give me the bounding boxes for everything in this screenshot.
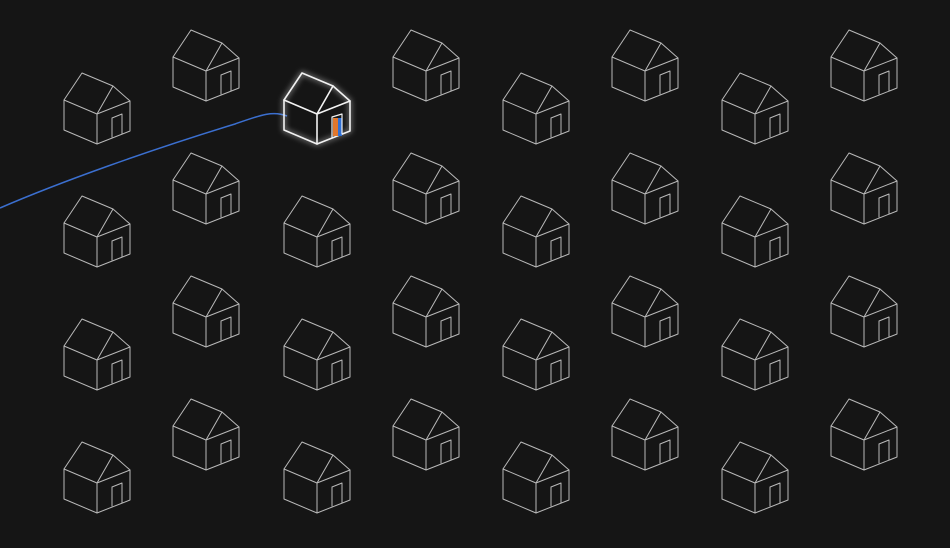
house-icon	[172, 152, 240, 225]
house-icon	[830, 398, 898, 471]
house-icon	[721, 195, 789, 268]
house-icon	[63, 195, 131, 268]
house-icon	[283, 195, 351, 268]
house-icon	[611, 275, 679, 348]
house-icon	[172, 29, 240, 102]
house-icon	[721, 318, 789, 391]
house-icon	[283, 441, 351, 514]
house-icon	[172, 398, 240, 471]
house-icon	[502, 318, 570, 391]
route-path-line	[0, 112, 288, 209]
house-icon	[611, 398, 679, 471]
house-icon-highlighted	[283, 72, 351, 145]
house-icon	[63, 318, 131, 391]
house-icon	[502, 441, 570, 514]
house-icon	[502, 72, 570, 145]
house-grid	[63, 29, 898, 514]
house-icon	[283, 318, 351, 391]
house-icon	[392, 275, 460, 348]
house-icon	[392, 398, 460, 471]
house-icon	[172, 275, 240, 348]
house-icon	[392, 152, 460, 225]
house-icon	[721, 441, 789, 514]
house-icon	[611, 152, 679, 225]
house-icon	[830, 275, 898, 348]
house-icon	[63, 72, 131, 145]
house-icon	[830, 29, 898, 102]
house-icon	[611, 29, 679, 102]
house-icon	[392, 29, 460, 102]
house-icon	[721, 72, 789, 145]
house-icon	[63, 441, 131, 514]
house-icon	[830, 152, 898, 225]
house-icon	[502, 195, 570, 268]
